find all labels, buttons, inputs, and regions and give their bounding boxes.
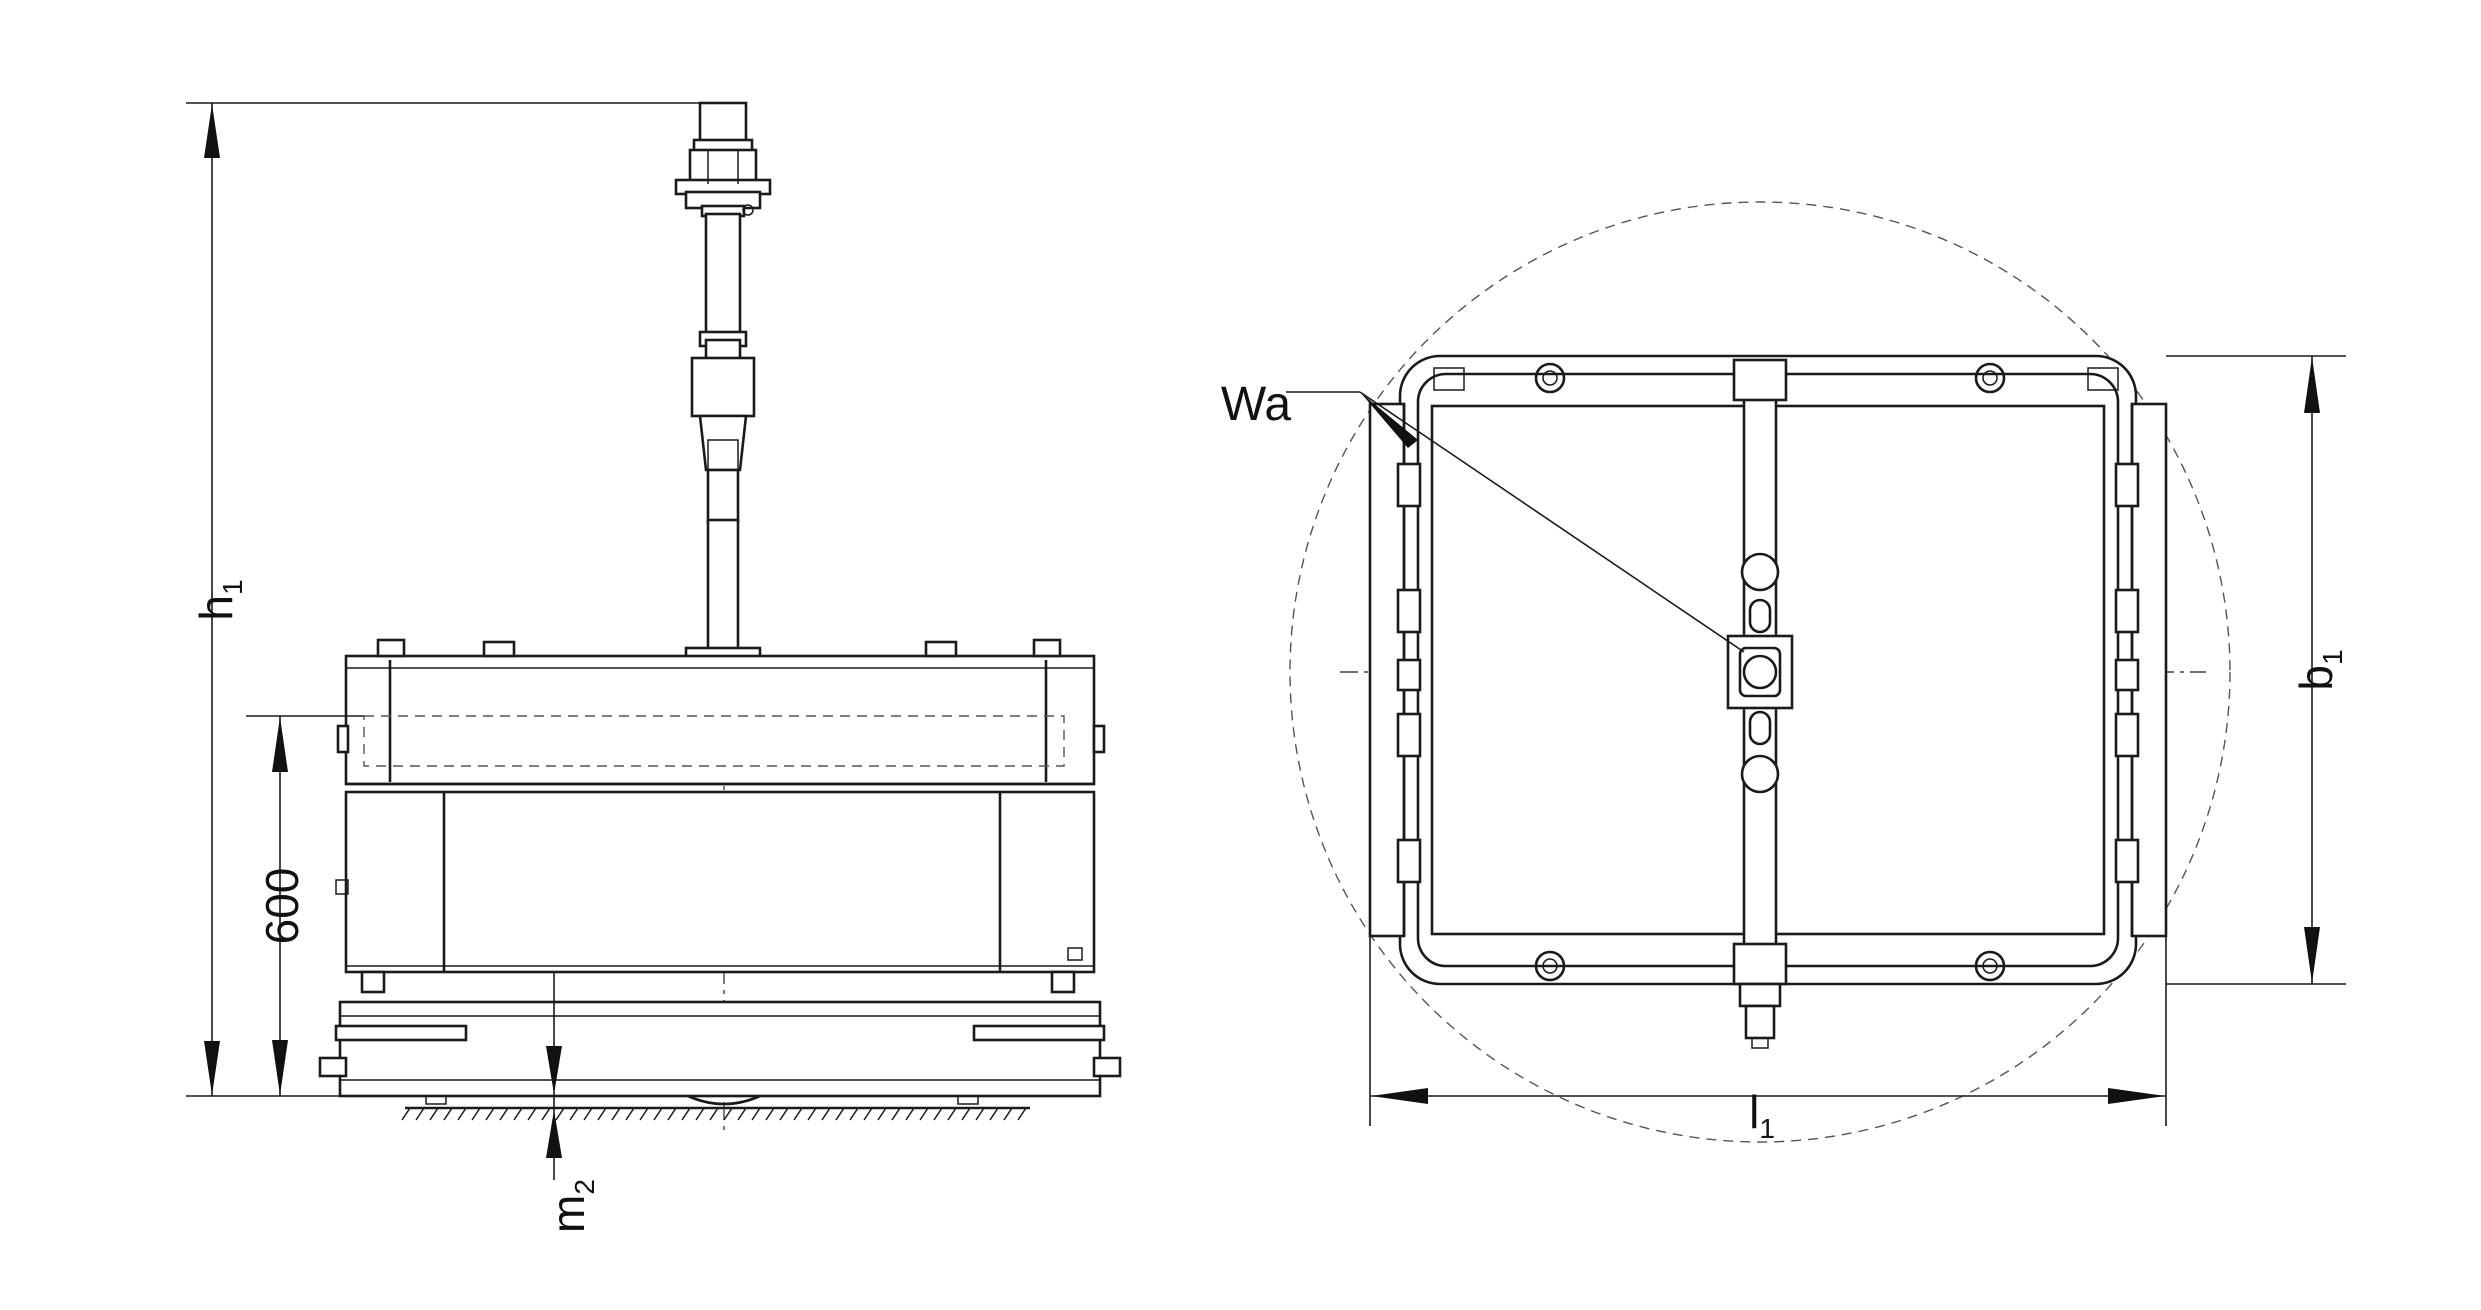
lower-body bbox=[335, 790, 1096, 994]
label-600: 600 bbox=[256, 868, 308, 945]
label-h1: h1 bbox=[190, 579, 248, 620]
mast-head bbox=[674, 101, 772, 218]
label-l1: l1 bbox=[1749, 1086, 1775, 1144]
wa-leader bbox=[1286, 391, 1745, 653]
m2-main: m bbox=[542, 1195, 594, 1233]
l1-main: l bbox=[1749, 1086, 1759, 1138]
label-m2: m2 bbox=[542, 1179, 600, 1233]
upper-housing bbox=[336, 638, 1106, 793]
label-wa: Wa bbox=[1221, 378, 1292, 431]
dimension-m2 bbox=[546, 972, 562, 1180]
svg-text:h1: h1 bbox=[190, 579, 248, 620]
left-brackets bbox=[1396, 462, 1422, 884]
label-b1: b1 bbox=[2290, 649, 2348, 690]
dimension-h1 bbox=[186, 102, 740, 1097]
b1-sub: 1 bbox=[2317, 649, 2348, 665]
side-view: h1 600 m2 bbox=[186, 101, 1122, 1233]
right-brackets bbox=[2114, 462, 2140, 884]
svg-text:m2: m2 bbox=[542, 1179, 600, 1233]
centre-beam bbox=[1726, 358, 1794, 1049]
frame-hardware bbox=[1433, 362, 2119, 982]
h1-main: h bbox=[190, 595, 242, 621]
chassis bbox=[318, 1000, 1122, 1106]
dimension-600 bbox=[246, 715, 364, 1096]
svg-text:l1: l1 bbox=[1749, 1086, 1775, 1144]
m2-sub: 2 bbox=[569, 1179, 600, 1195]
svg-text:b1: b1 bbox=[2290, 649, 2348, 690]
dimension-b1 bbox=[2166, 355, 2346, 985]
h1-sub: 1 bbox=[217, 579, 248, 595]
dimension-l1 bbox=[1369, 936, 2167, 1126]
ground-hatch bbox=[401, 1106, 1030, 1121]
wa-text: Wa bbox=[1221, 378, 1292, 431]
dim-600-text: 600 bbox=[256, 868, 308, 945]
mast-tube bbox=[684, 212, 762, 660]
l1-sub: 1 bbox=[1759, 1113, 1775, 1144]
top-view: Wa b1 l1 bbox=[1221, 201, 2348, 1144]
b1-main: b bbox=[2290, 665, 2342, 691]
